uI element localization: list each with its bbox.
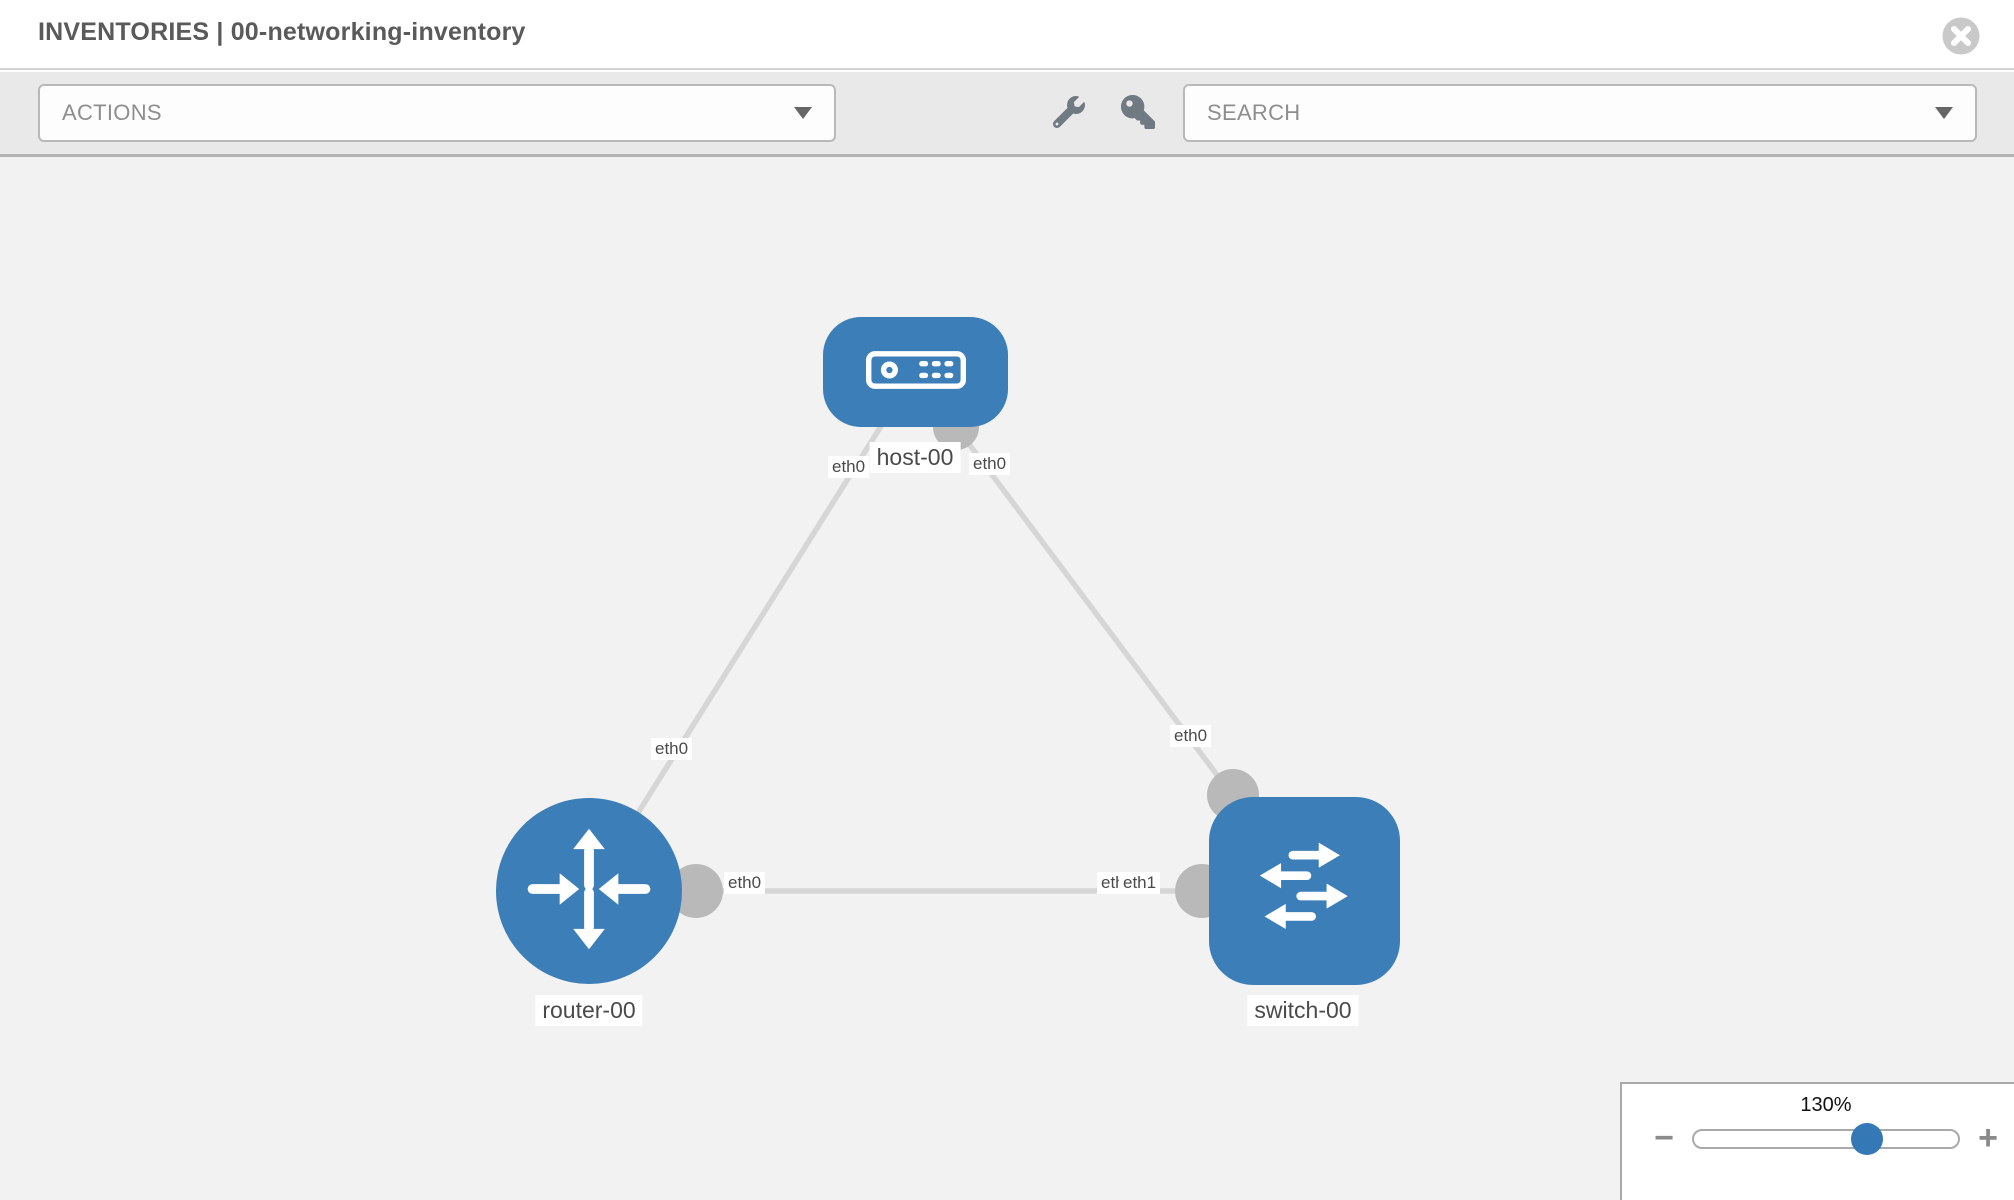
configure-button[interactable] [1052,95,1085,131]
node-label-host-00: host-00 [869,442,961,473]
zoom-slider-handle[interactable] [1851,1123,1883,1155]
close-button[interactable] [1942,17,1980,55]
search-dropdown-label: SEARCH [1207,100,1301,125]
iface-label-host00-to-switch00: eth0 [969,453,1011,475]
zoom-control-panel: 130% − + [1620,1082,2014,1200]
zoom-out-button[interactable]: − [1646,1120,1682,1156]
iface-label-host00-to-router00: eth0 [828,456,870,478]
node-label-switch-00: switch-00 [1247,995,1359,1026]
topology-links-layer [586,370,1307,918]
switch-icon [1230,815,1380,968]
close-icon [1942,17,1980,58]
iface-label-switch00-eth1: eth1 [1119,872,1161,894]
node-router-00[interactable] [496,798,682,984]
host-icon [865,350,966,394]
actions-dropdown-label: ACTIONS [62,100,162,125]
wrench-icon [1052,95,1085,131]
zoom-level-readout: 130% [1800,1094,1852,1116]
port-router00-eth0[interactable] [669,864,723,918]
iface-label-router00-to-switch00: eth0 [724,872,766,894]
actions-dropdown[interactable]: ACTIONS [38,84,836,142]
toolbar: ACTIONS SEARCH [0,72,2014,157]
chevron-down-icon [1935,107,1953,119]
header-bar: INVENTORIES | 00-networking-inventory [0,0,2014,70]
page-title: INVENTORIES | 00-networking-inventory [38,18,526,46]
node-label-router-00: router-00 [535,995,643,1026]
iface-label-switch00-to-host00: eth0 [1170,725,1212,747]
zoom-slider[interactable] [1692,1123,1960,1155]
iface-label-router00-to-host00: eth0 [651,738,693,760]
router-icon [519,819,659,964]
zoom-in-button[interactable]: + [1970,1120,2006,1156]
topology-canvas[interactable]: host-00 router-00 switch-00 eth0 eth0 et… [0,157,2014,1200]
key-icon [1121,94,1155,132]
credentials-button[interactable] [1121,94,1155,132]
node-switch-00[interactable] [1209,797,1400,985]
node-host-00[interactable] [823,317,1008,427]
chevron-down-icon [794,107,812,119]
search-dropdown[interactable]: SEARCH [1183,84,1977,142]
